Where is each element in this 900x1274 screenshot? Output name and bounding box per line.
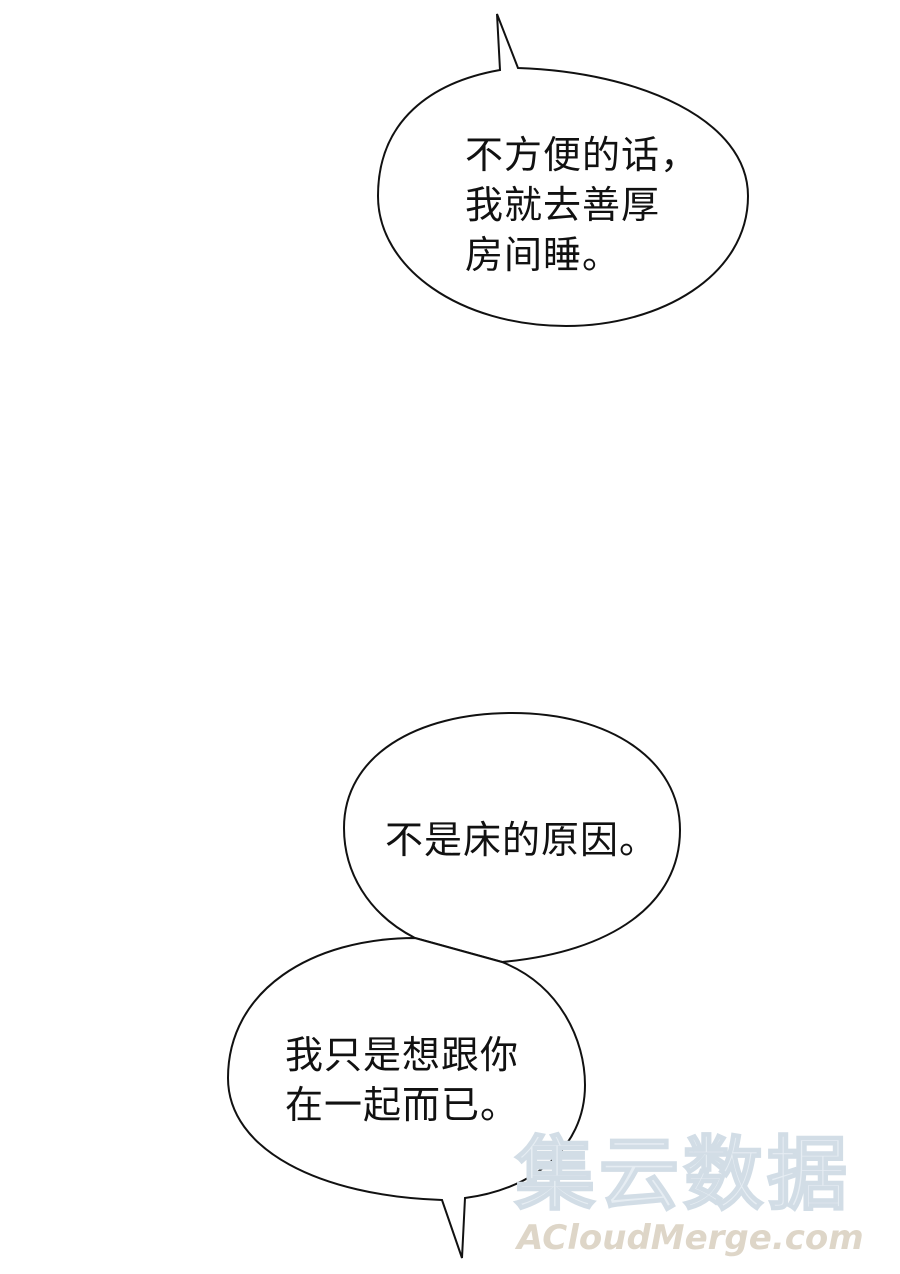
bubble-bottom-line-1: 我只是想跟你	[285, 1033, 520, 1077]
speech-bubble-top	[376, 13, 750, 328]
bubble-bottom-text: 我只是想跟你 在一起而已。	[285, 1030, 519, 1130]
watermark: 集云数据 ACloudMerge.com	[514, 1128, 895, 1260]
speech-bubble-bottom	[226, 936, 587, 1259]
bubble-middle-line-1: 不是床的原因。	[385, 818, 659, 862]
bubble-bottom-line-2: 在一起而已。	[285, 1083, 520, 1127]
watermark-latin-text: ACloudMerge.com	[517, 1218, 864, 1258]
bubble-top-line-1: 不方便的话，	[465, 133, 700, 177]
bubble-top-line-3: 房间睡。	[465, 233, 622, 277]
bubble-top-line-2: 我就去善厚	[465, 183, 661, 227]
bubble-top-text: 不方便的话， 我就去善厚 房间睡。	[465, 130, 699, 280]
watermark-chinese-text: 集云数据	[514, 1128, 851, 1221]
bubble-middle-text: 不是床的原因。	[385, 815, 658, 865]
speech-bubble-middle	[342, 711, 682, 964]
